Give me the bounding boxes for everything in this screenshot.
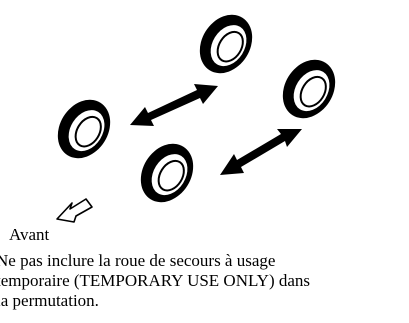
note-line-1: Ne pas inclure la roue de secours à usag… xyxy=(0,251,276,270)
tire-front-left xyxy=(46,88,122,170)
note-line-3: la permutation. xyxy=(0,291,99,310)
front-direction-arrow xyxy=(56,198,93,223)
front-label: Avant xyxy=(9,225,50,244)
tire-rear-left xyxy=(188,3,264,85)
tire-rear-right xyxy=(271,48,347,130)
note-line-2: temporaire (TEMPORARY USE ONLY) dans xyxy=(0,271,311,290)
rotation-arrow-left xyxy=(130,84,218,126)
rotation-note: Ne pas inclure la roue de secours à usag… xyxy=(0,251,409,311)
tire-front-right xyxy=(129,132,205,214)
rotation-arrow-right xyxy=(220,129,302,175)
